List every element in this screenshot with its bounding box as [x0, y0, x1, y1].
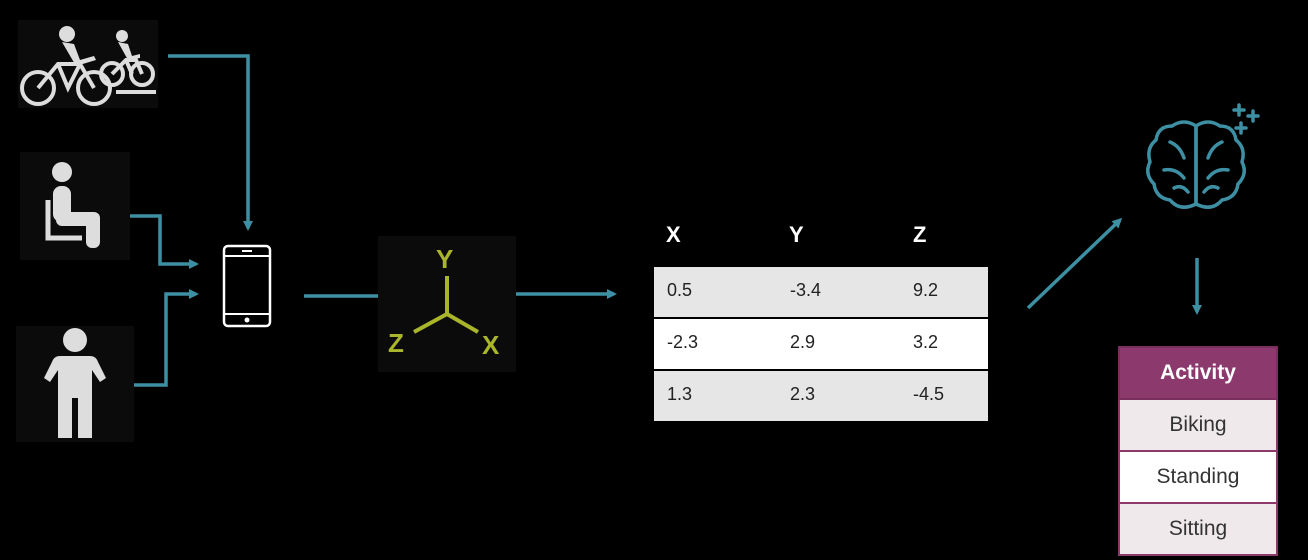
- table-row: 0.5 -3.4 9.2: [654, 267, 988, 317]
- table-header-y: Y: [789, 222, 804, 247]
- smartphone-icon: [222, 244, 272, 333]
- activity-table: Activity Biking Standing Sitting: [1118, 346, 1278, 556]
- arrow-sitting-to-phone: [124, 214, 199, 269]
- biking-people-icon: [18, 20, 158, 108]
- table-cell: 2.9: [790, 332, 816, 352]
- table-row: -2.3 2.9 3.2: [654, 319, 988, 369]
- xyz-axes-icon: Y Z X: [378, 236, 516, 372]
- activity-item-biking: Biking: [1118, 400, 1278, 452]
- table-cell: 9.2: [913, 280, 939, 300]
- activity-header: Activity: [1118, 346, 1278, 400]
- axis-z-label: Z: [388, 328, 404, 358]
- table-cell: -3.4: [790, 280, 822, 300]
- table-header-z: Z: [913, 222, 927, 247]
- table-cell: 0.5: [667, 280, 693, 300]
- brain-icon: [1140, 96, 1264, 231]
- activity-item-sitting: Sitting: [1118, 504, 1278, 556]
- table-header-x: X: [666, 222, 681, 247]
- table-row: 1.3 2.3 -4.5: [654, 371, 988, 421]
- arrow-table-to-brain: [1026, 217, 1123, 310]
- table-cell: 2.3: [790, 384, 816, 404]
- axis-y-label: Y: [436, 244, 454, 274]
- table-cell: -4.5: [913, 384, 945, 404]
- arrow-standing-to-phone: [134, 289, 199, 387]
- table-cell: -2.3: [667, 332, 699, 352]
- activity-item-standing: Standing: [1118, 452, 1278, 504]
- table-cell: 3.2: [913, 332, 939, 352]
- arrow-biking-to-phone: [168, 54, 253, 231]
- standing-person-icon: [16, 326, 134, 442]
- axis-x-label: X: [482, 330, 500, 360]
- table-cell: 1.3: [667, 384, 693, 404]
- sitting-person-icon: [20, 152, 130, 260]
